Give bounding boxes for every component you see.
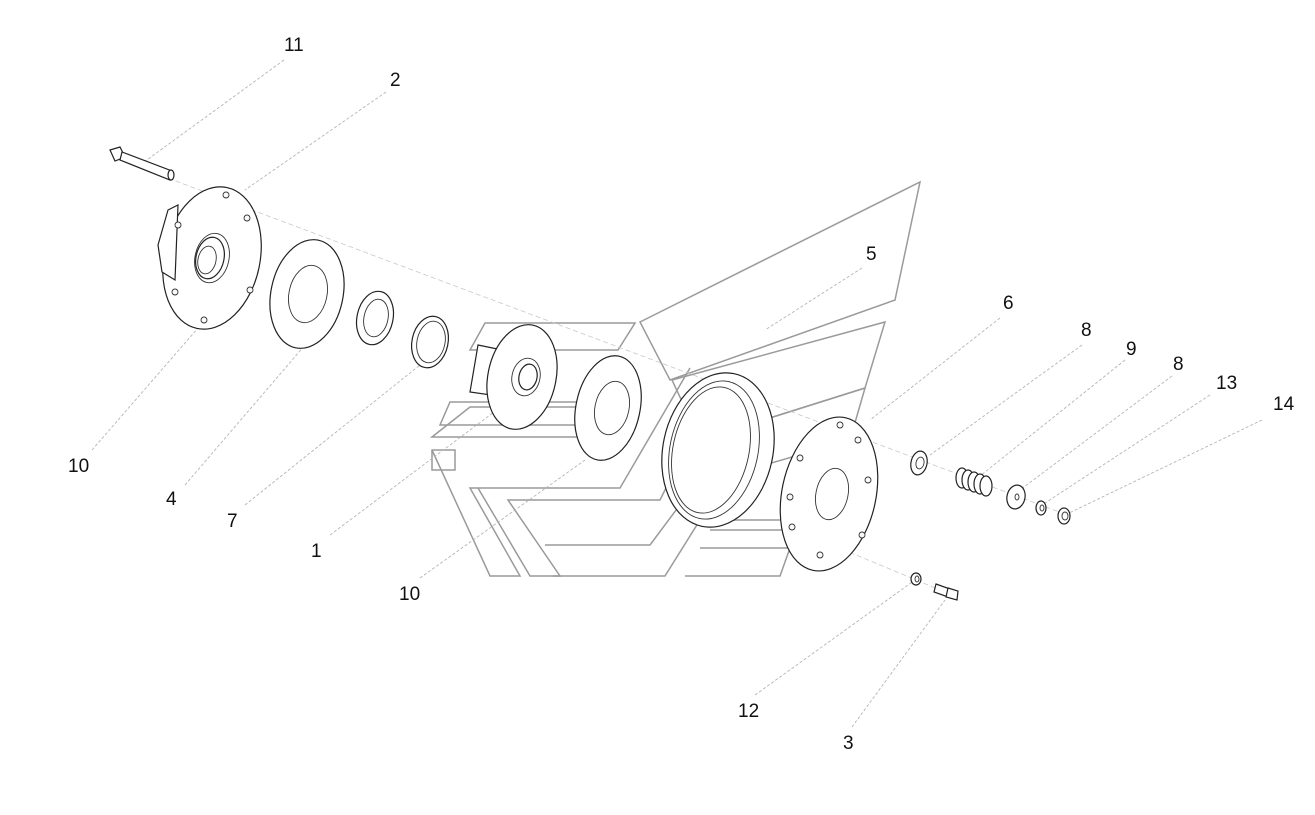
callout-9: 9 <box>1126 339 1137 360</box>
part-6-cover-flange <box>779 416 879 572</box>
part-12-small-nut <box>910 572 922 586</box>
part-13-nut <box>1035 500 1047 516</box>
part-2-hub-flange <box>157 186 262 330</box>
callout-2: 2 <box>390 70 401 91</box>
callout-12: 12 <box>738 701 759 722</box>
leader-lines <box>91 59 1263 728</box>
part-10-washer-right <box>574 355 642 461</box>
callout-7: 7 <box>227 511 238 532</box>
part-9-spring <box>955 467 993 497</box>
callout-10b: 10 <box>399 584 420 605</box>
callout-10a: 10 <box>68 456 89 477</box>
callout-11: 11 <box>284 35 304 56</box>
callout-14: 14 <box>1273 394 1295 415</box>
part-8-small-washer-a <box>910 450 928 476</box>
callout-6: 6 <box>1003 293 1014 314</box>
callout-4: 4 <box>166 489 177 510</box>
part-11-long-bolt <box>109 146 175 181</box>
callout-8a: 8 <box>1081 320 1092 341</box>
part-1-shaft-disc <box>469 324 558 430</box>
part-7-thin-ring <box>410 315 450 369</box>
part-4-bearing-ring <box>355 290 395 346</box>
part-5-drum-ring <box>661 372 775 528</box>
callout-5: 5 <box>866 244 877 265</box>
callout-13: 13 <box>1216 373 1237 394</box>
callout-1: 1 <box>311 541 322 562</box>
part-3-short-bolt <box>933 583 959 601</box>
part-10-washer-left <box>269 239 345 349</box>
callout-3: 3 <box>843 733 854 754</box>
callout-8b: 8 <box>1173 354 1184 375</box>
callout-labels: 11 2 5 6 8 9 8 13 14 10 4 7 1 10 12 3 <box>68 35 1295 754</box>
part-8-small-washer-b <box>1006 484 1026 510</box>
part-14-lock-nut <box>1057 507 1071 525</box>
